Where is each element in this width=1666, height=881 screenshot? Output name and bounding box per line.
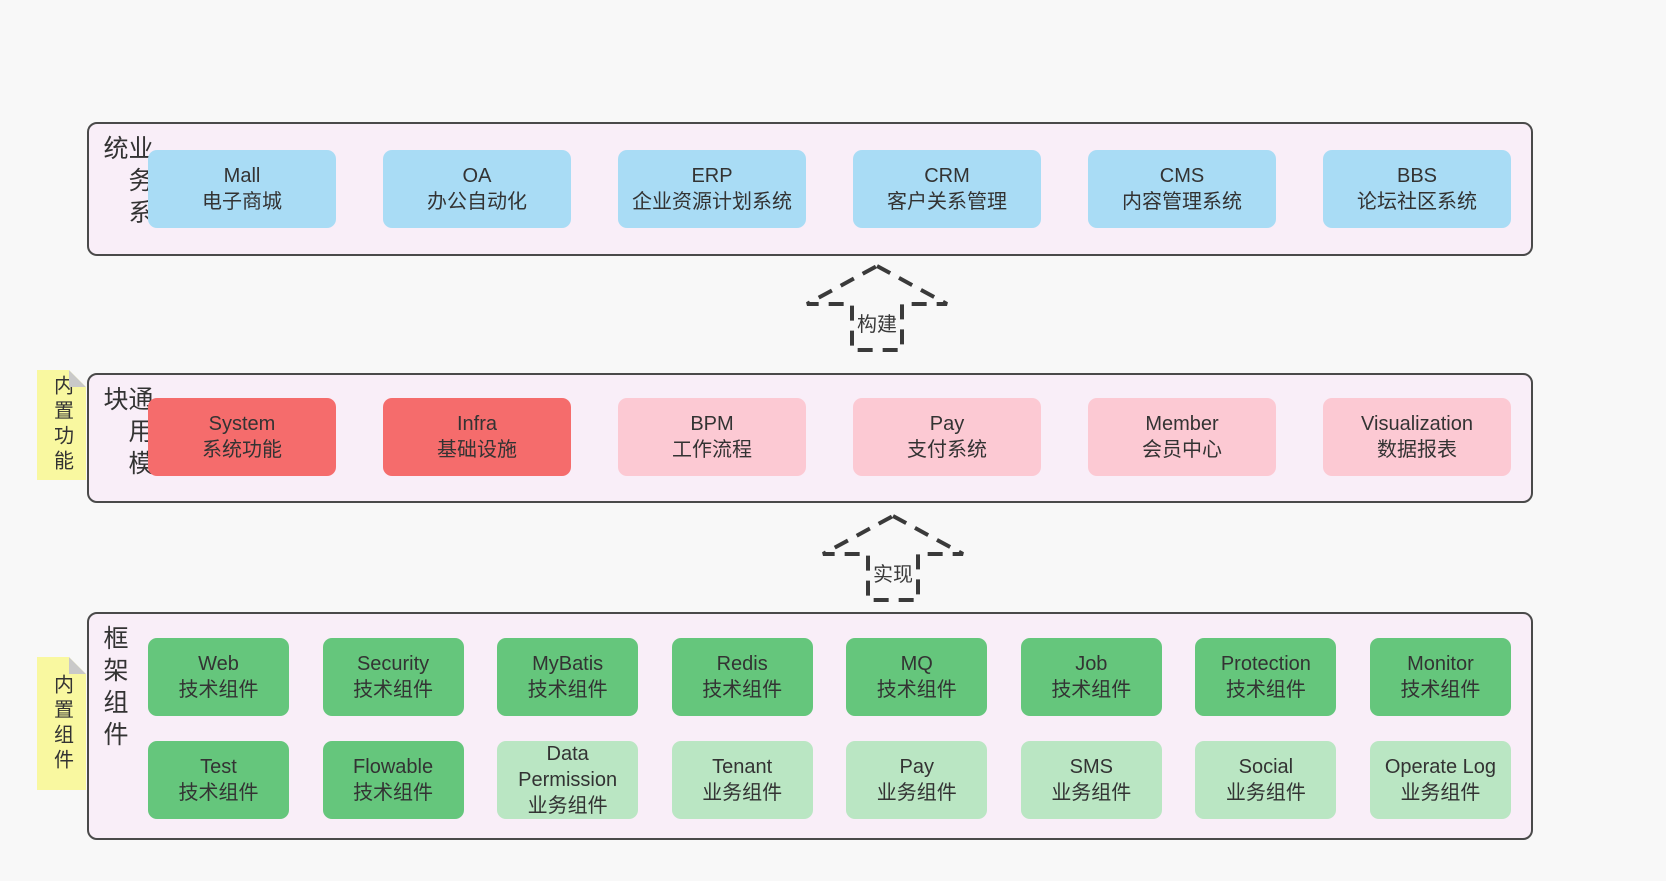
note-fold-corner — [69, 657, 86, 674]
dashed-up-arrow-build: 构建 — [802, 262, 952, 354]
panel-label-modules: 通用模块 — [100, 386, 153, 482]
sticky-note-builtin-components: 内置组件 — [37, 657, 86, 790]
arrow-label-implement: 实现 — [870, 558, 916, 587]
panel-label-framework: 框架组件 — [100, 625, 128, 753]
note-fold-corner — [69, 370, 86, 387]
panel-label-business: 业务系统 — [100, 135, 153, 231]
arrow-label-build: 构建 — [854, 308, 900, 337]
sticky-note-builtin-features: 内置功能 — [37, 370, 86, 480]
dashed-up-arrow-implement: 实现 — [818, 512, 968, 604]
